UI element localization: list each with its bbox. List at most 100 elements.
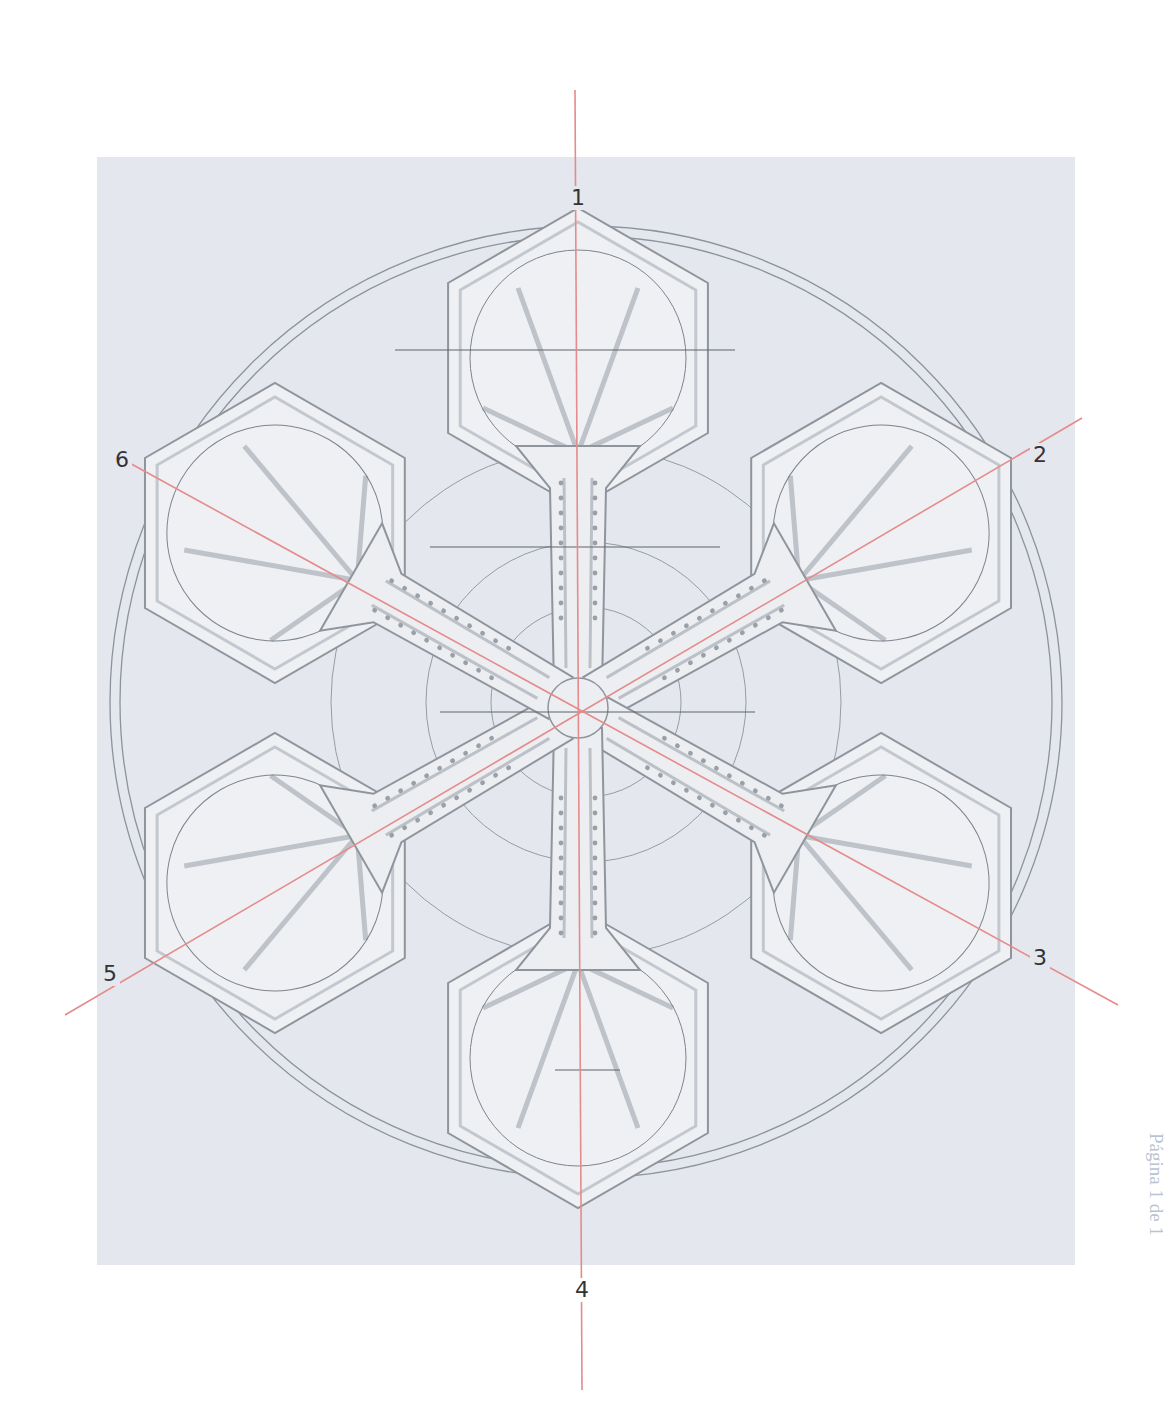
stem-dot (593, 841, 598, 846)
stem-dot (559, 526, 564, 531)
stem-dot (388, 577, 395, 584)
stem-dot (414, 592, 421, 599)
stem-dot (739, 629, 746, 636)
stem-ridge (619, 603, 785, 700)
stem-ridge (590, 748, 592, 938)
stem-dot (644, 645, 651, 652)
stem-dot (687, 659, 694, 666)
stem-dot (414, 817, 421, 824)
stem-dot (657, 637, 664, 644)
stem-dot (593, 496, 598, 501)
callout-number: 3 (1030, 946, 1050, 970)
stem-dot (683, 622, 690, 629)
stem-dot (423, 637, 430, 644)
construction-line (430, 547, 720, 548)
stem-dot (752, 787, 759, 794)
stem-dot (593, 901, 598, 906)
stem-dot (593, 571, 598, 576)
stem-ridge (606, 738, 772, 835)
stem-dot (765, 795, 772, 802)
stem-dot (748, 824, 755, 831)
hex-plate (686, 345, 1076, 720)
snowflake-arm (448, 728, 708, 1208)
page-footer: Página 1 de 1 (1144, 1130, 1168, 1239)
stem-dot (466, 787, 473, 794)
stem-dot (462, 659, 469, 666)
stem-dot (559, 601, 564, 606)
stem-dot (761, 832, 768, 839)
stem-dot (505, 764, 512, 771)
paper-ground (97, 157, 1075, 1265)
stem-dot (488, 735, 495, 742)
hex-plate (80, 695, 470, 1070)
stem-dot (709, 607, 716, 614)
stem-ridge (619, 716, 785, 813)
stem-dot (427, 600, 434, 607)
stem-dot (593, 931, 598, 936)
stem-dot (488, 674, 495, 681)
stem-dot (593, 811, 598, 816)
stem-dot (479, 630, 486, 637)
stem-dot (559, 481, 564, 486)
stem-dot (687, 750, 694, 757)
stem-dot (696, 615, 703, 622)
stem-dot (593, 541, 598, 546)
stem-dot (436, 644, 443, 651)
stem-dot (559, 931, 564, 936)
construction-line (395, 350, 735, 351)
stem-dot (593, 526, 598, 531)
stem-dot (384, 614, 391, 621)
stem-dot (657, 772, 664, 779)
stem-dot (593, 826, 598, 831)
stem-dot (752, 622, 759, 629)
stem-dot (388, 832, 395, 839)
stem-dot (726, 637, 733, 644)
plate-rib (578, 963, 638, 1128)
snowflake-arm (80, 345, 626, 810)
stem-dot (505, 645, 512, 652)
stem-ridge (372, 716, 538, 813)
stem-dot (371, 607, 378, 614)
construction-line (440, 712, 755, 713)
stem-dot (593, 601, 598, 606)
stem-dot (479, 779, 486, 786)
hex-plate-rim (704, 713, 1057, 1053)
stem-dot (593, 481, 598, 486)
callout-number: 4 (572, 1278, 592, 1302)
stem-dot (748, 585, 755, 592)
stem-dot (722, 600, 729, 607)
stem-dot (492, 637, 499, 644)
stem-dot (709, 802, 716, 809)
stem-dot (449, 652, 456, 659)
stem-dot (440, 607, 447, 614)
hex-plate-rim (98, 363, 451, 703)
stem-dot (410, 780, 417, 787)
construction-line (555, 1070, 620, 1071)
callout-number: 1 (568, 186, 588, 210)
stem-ridge (372, 603, 538, 700)
stem-dot (401, 585, 408, 592)
stem-dot (559, 811, 564, 816)
stem-dot (735, 817, 742, 824)
stem-dot (427, 809, 434, 816)
stem-ridge (564, 748, 566, 938)
stem-dot (397, 787, 404, 794)
stem-dot (593, 916, 598, 921)
stem-dot (559, 916, 564, 921)
stem-dot (593, 796, 598, 801)
stem-dot (696, 794, 703, 801)
plate-rib (518, 288, 578, 453)
callout-number: 6 (112, 448, 132, 472)
stem-ridge (385, 581, 551, 678)
stem-dot (559, 856, 564, 861)
plate-rib (518, 963, 578, 1128)
stem-dot (440, 802, 447, 809)
plate-circle (470, 950, 686, 1166)
stem-dot (683, 787, 690, 794)
stem-dot (735, 592, 742, 599)
stem-dot (410, 629, 417, 636)
hex-plate (686, 695, 1076, 1070)
stem-ridge (606, 581, 772, 678)
plate-rib (578, 288, 638, 453)
